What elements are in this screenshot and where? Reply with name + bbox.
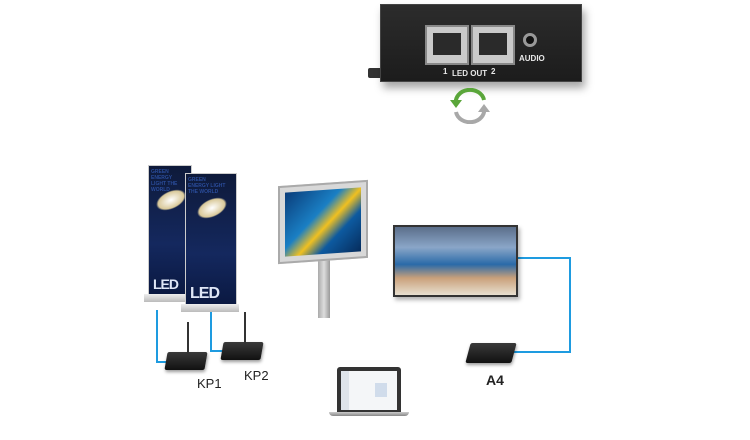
led-out-port-2 [471,25,515,65]
port-2-label: 2 [491,67,496,76]
poster-logo: LED [153,276,179,292]
kp2-label: KP2 [244,368,269,383]
mounting-bracket [368,68,384,78]
app-sidebar [341,371,349,410]
poster-logo: LED [190,285,220,302]
led-video-wall [393,225,518,297]
audio-label: AUDIO [519,54,545,63]
cable [210,350,224,352]
cable [156,310,158,363]
poster-base [181,304,239,312]
led-poster-1: GREEN ENERGY LIGHT THE WORLD LED [148,165,192,297]
poster-headline: GREEN ENERGY LIGHT THE WORLD [151,169,178,193]
billboard-screen-image [285,187,361,257]
a4-label: A4 [486,372,504,388]
led-out-port-1 [425,25,469,65]
port-1-label: 1 [443,67,448,76]
antenna [244,312,246,344]
cable [156,361,170,363]
antenna [187,322,189,354]
laptop-base [329,412,409,416]
a4-device [465,343,517,363]
app-panel [375,383,387,397]
audio-jack [523,33,537,47]
poster-base [144,294,194,302]
kp2-device [220,342,264,360]
poster-headline: GREEN ENERGY LIGHT THE WORLD [188,177,226,195]
laptop-screen [337,367,401,412]
cable [514,351,571,353]
circular-arrows-icon [450,88,490,124]
led-poster-2: GREEN ENERGY LIGHT THE WORLD LED [185,173,237,308]
billboard-pole [318,255,330,318]
kp1-label: KP1 [197,376,222,391]
poster-image [193,193,231,223]
kp1-device [164,352,208,370]
controller-device-rear-panel: 1 LED OUT 2 AUDIO [380,4,582,82]
led-out-label: LED OUT [452,69,488,78]
cable [518,257,570,259]
cable [210,312,212,352]
cable [569,257,571,353]
outdoor-billboard [278,179,368,265]
